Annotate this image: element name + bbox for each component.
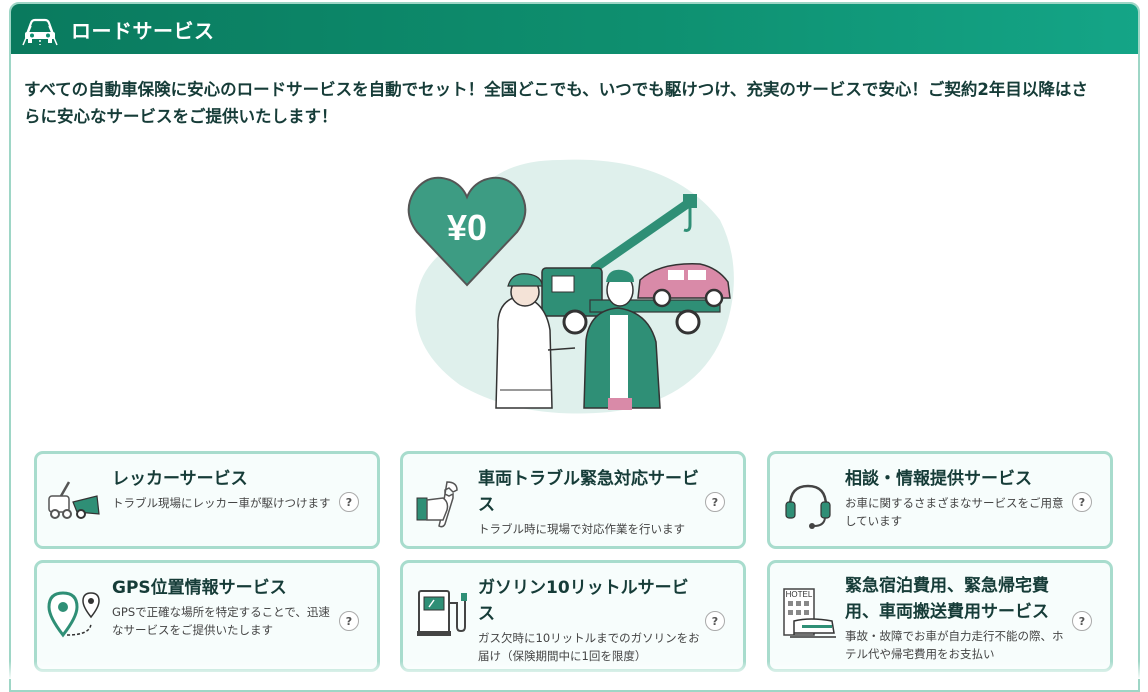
card-description: 事故・故障でお車が自力走行不能の際、ホテル代や帰宅費用をお支払い [845,627,1070,663]
card-title: レッカーサービス [112,466,337,492]
intro-text: すべての自動車保険に安心のロードサービスを自動でセット！全国どこでも、いつでも駆… [24,76,1104,130]
card-gasoline[interactable]: ガソリン10リットルサービス ガス欠時に10リットルまでのガソリンをお届け（保険… [400,560,746,672]
card-emergency-response[interactable]: 車両トラブル緊急対応サービス トラブル時に現場で対応作業を行います ? [400,451,746,549]
card-emergency-costs[interactable]: HOTEL 緊急宿泊費用、緊急帰宅費用、車両搬送費用サービス 事故・故障でお車が… [767,560,1113,672]
panel-title: ロードサービス [71,15,215,44]
card-description: ガス欠時に10リットルまでのガソリンをお届け（保険期間中に1回を限度） [478,629,703,665]
headset-icon [780,478,836,530]
bottom-fade [0,661,1148,679]
card-description: トラブル現場にレッカー車が駆けつけます [112,494,337,512]
help-button[interactable]: ? [339,611,359,631]
price-label: ¥0 [447,207,487,248]
card-title: 車両トラブル緊急対応サービス [478,466,703,518]
help-button[interactable]: ? [705,611,725,631]
help-button[interactable]: ? [1072,611,1092,631]
card-title: ガソリン10リットルサービス [478,575,703,627]
card-description: GPSで正確な場所を特定することで、迅速なサービスをご提供いたします [112,603,337,639]
card-gps-location[interactable]: GPS位置情報サービス GPSで正確な場所を特定することで、迅速なサービスをご提… [34,560,380,672]
card-description: お車に関するさまざまなサービスをご用意しています [845,494,1070,530]
card-title: 緊急宿泊費用、緊急帰宅費用、車両搬送費用サービス [845,573,1070,625]
card-description: トラブル時に現場で対応作業を行います [478,520,703,538]
panel-header: ロードサービス [11,4,1138,54]
hotel-train-icon: HOTEL [780,587,836,639]
map-pin-icon [47,587,103,639]
help-button[interactable]: ? [339,492,359,512]
card-tow-service[interactable]: レッカーサービス トラブル現場にレッカー車が駆けつけます ? [34,451,380,549]
road-car-icon [21,11,59,47]
wrench-hand-icon [413,478,469,530]
help-button[interactable]: ? [1072,492,1092,512]
hero-illustration: ¥0 [400,150,750,420]
tow-truck-icon [47,478,103,530]
card-title: GPS位置情報サービス [112,575,337,601]
svg-text:HOTEL: HOTEL [786,590,813,599]
card-consultation[interactable]: 相談・情報提供サービス お車に関するさまざまなサービスをご用意しています ? [767,451,1113,549]
help-button[interactable]: ? [705,492,725,512]
card-title: 相談・情報提供サービス [845,466,1070,492]
fuel-pump-icon [413,587,469,639]
